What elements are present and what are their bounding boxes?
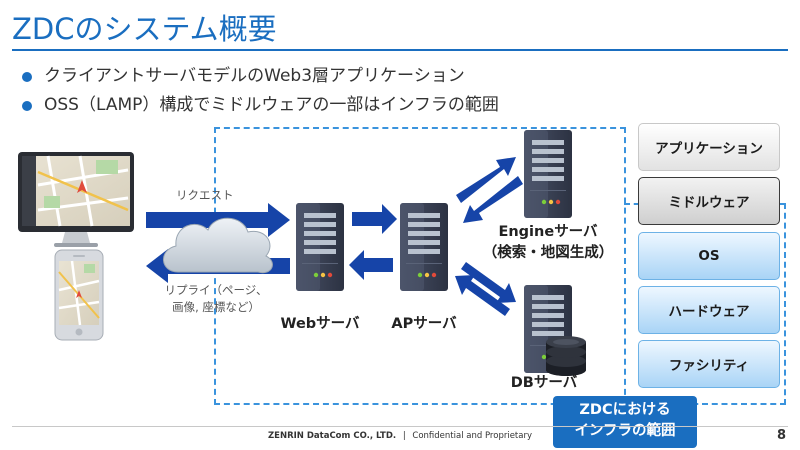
bullet-text: OSS（LAMP）構成でミドルウェアの一部はインフラの範囲 — [44, 95, 499, 115]
ap-to-db-arrow — [461, 262, 516, 303]
database-icon — [546, 336, 586, 376]
engine-server-label-line: Engineサーバ — [498, 224, 598, 240]
bullet-list: クライアントサーバモデルのWeb3層アプリケーション OSS（LAMP）構成でミ… — [22, 62, 499, 120]
footer-company: ZENRIN DataCom CO., LTD. — [267, 431, 397, 441]
web-server-icon — [296, 203, 344, 291]
slide-title: ZDCのシステム概要 — [12, 12, 277, 46]
reply-label-line: 画像, 座標など） — [172, 300, 260, 314]
bullet-dot-icon — [22, 100, 32, 111]
footer-divider — [12, 426, 788, 427]
reply-label: リプライ（ページ、 画像, 座標など） — [146, 282, 286, 316]
ap-to-web-arrow — [349, 250, 393, 280]
bullet-dot-icon — [22, 71, 32, 82]
stack-layer-hardware: ハードウェア — [638, 286, 780, 334]
engine-to-ap-arrow — [463, 176, 523, 223]
stack-layer-os: OS — [638, 232, 780, 280]
ap-server-label: APサーバ — [391, 316, 457, 332]
engine-server-label-line: （検索・地図生成） — [482, 245, 614, 261]
title-underline — [12, 49, 788, 51]
zdc-label-line: ZDCにおける — [579, 402, 671, 418]
engine-server-label: Engineサーバ （検索・地図生成） — [470, 222, 626, 264]
page-number: 8 — [776, 428, 786, 443]
desktop-monitor-icon — [18, 152, 134, 247]
reply-label-line: リプライ（ページ、 — [164, 283, 268, 297]
footer: ZENRIN DataCom CO., LTD. | Confidential … — [0, 431, 800, 441]
stack-layer-facility: ファシリティ — [638, 340, 780, 388]
ap-server-icon — [400, 203, 448, 291]
stack-layer-middleware: ミドルウェア — [638, 177, 780, 225]
web-server-label: Webサーバ — [280, 316, 360, 332]
internet-cloud-icon — [163, 217, 273, 274]
db-to-ap-arrow — [455, 275, 510, 316]
db-server-icon — [524, 285, 586, 376]
footer-confidential: Confidential and Proprietary — [412, 431, 532, 441]
smartphone-icon — [54, 249, 104, 341]
bullet-item: クライアントサーバモデルのWeb3層アプリケーション — [22, 62, 499, 91]
bullet-item: OSS（LAMP）構成でミドルウェアの一部はインフラの範囲 — [22, 91, 499, 120]
engine-server-icon — [524, 130, 572, 218]
zdc-label-line: インフラの範囲 — [574, 423, 676, 439]
db-server-label: DBサーバ — [510, 375, 578, 391]
request-label: リクエスト — [176, 188, 234, 202]
ap-to-engine-arrow — [456, 157, 516, 203]
footer-separator: | — [402, 431, 406, 441]
zdc-infrastructure-scope-label: ZDCにおける インフラの範囲 — [553, 396, 697, 448]
stack-layer-application: アプリケーション — [638, 123, 780, 171]
bullet-text: クライアントサーバモデルのWeb3層アプリケーション — [44, 66, 465, 86]
web-to-ap-arrow — [352, 204, 397, 234]
